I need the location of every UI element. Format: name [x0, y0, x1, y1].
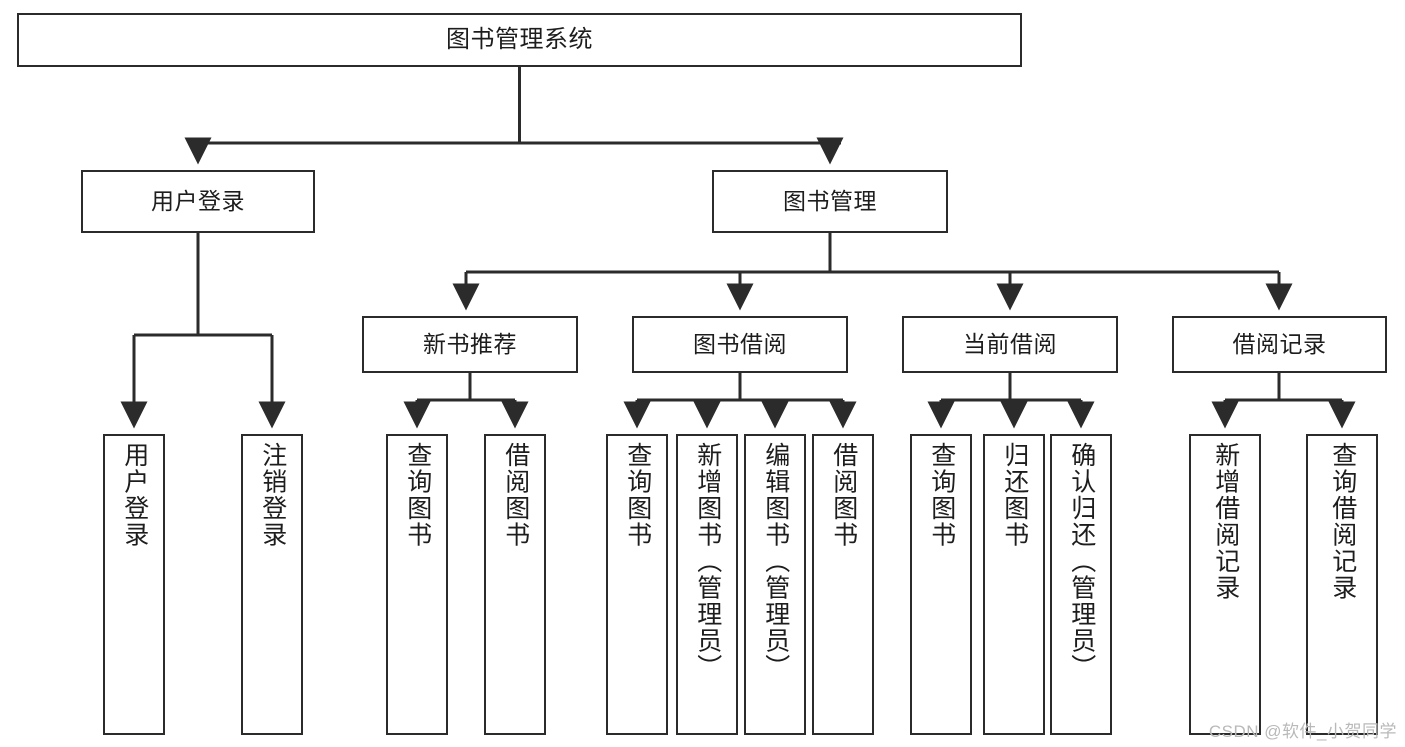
- node-new-book-recommend[interactable]: 新书推荐: [362, 316, 578, 373]
- edge-group-borrow-record: [1211, 373, 1356, 429]
- node-leaf-borrow-book-1-label: 借阅图书: [501, 442, 530, 548]
- edge-group-user-login: [120, 233, 286, 429]
- node-leaf-borrow-book-2-label: 借阅图书: [829, 442, 858, 548]
- node-leaf-query-book-3-label: 查询图书: [927, 442, 956, 548]
- node-book-manage-label: 图书管理: [783, 187, 877, 214]
- node-book-manage[interactable]: 图书管理: [712, 170, 948, 233]
- node-leaf-user-login[interactable]: 用户登录: [103, 434, 165, 735]
- node-user-login-label: 用户登录: [151, 187, 245, 214]
- node-borrow-record-label: 借阅记录: [1232, 330, 1327, 357]
- node-leaf-user-logout-label: 注销登录: [258, 442, 287, 548]
- node-leaf-user-login-label: 用户登录: [120, 442, 149, 548]
- node-leaf-return-book[interactable]: 归还图书: [983, 434, 1045, 735]
- node-user-login[interactable]: 用户登录: [81, 170, 315, 233]
- node-leaf-add-record[interactable]: 新增借阅记录: [1189, 434, 1261, 735]
- node-leaf-query-record-label: 查询借阅记录: [1328, 442, 1357, 601]
- edge-group-book-manage: [452, 233, 1293, 311]
- node-leaf-query-book-3[interactable]: 查询图书: [910, 434, 972, 735]
- node-leaf-borrow-book-2[interactable]: 借阅图书: [812, 434, 874, 735]
- node-leaf-user-logout[interactable]: 注销登录: [241, 434, 303, 735]
- node-root[interactable]: 图书管理系统: [17, 13, 1022, 67]
- node-leaf-add-record-label: 新增借阅记录: [1211, 442, 1240, 601]
- node-root-label: 图书管理系统: [446, 25, 593, 53]
- node-leaf-add-book-label: 新增图书（管理员）: [693, 442, 722, 681]
- node-new-book-recommend-label: 新书推荐: [423, 330, 517, 357]
- node-leaf-query-book-2[interactable]: 查询图书: [606, 434, 668, 735]
- node-leaf-return-book-label: 归还图书: [1000, 442, 1029, 548]
- edge-group-new-book-recommend: [403, 373, 529, 429]
- node-leaf-query-book-1[interactable]: 查询图书: [386, 434, 448, 735]
- node-current-borrow[interactable]: 当前借阅: [902, 316, 1118, 373]
- node-leaf-confirm-return[interactable]: 确认归还（管理员）: [1050, 434, 1112, 735]
- node-leaf-query-record[interactable]: 查询借阅记录: [1306, 434, 1378, 735]
- edge-group-book-borrow: [623, 373, 857, 429]
- node-leaf-edit-book[interactable]: 编辑图书（管理员）: [744, 434, 806, 735]
- node-book-borrow[interactable]: 图书借阅: [632, 316, 848, 373]
- node-leaf-confirm-return-label: 确认归还（管理员）: [1067, 442, 1096, 681]
- node-leaf-borrow-book-1[interactable]: 借阅图书: [484, 434, 546, 735]
- edge-group-current-borrow: [927, 373, 1095, 429]
- node-leaf-edit-book-label: 编辑图书（管理员）: [761, 442, 790, 681]
- node-leaf-add-book[interactable]: 新增图书（管理员）: [676, 434, 738, 735]
- node-current-borrow-label: 当前借阅: [963, 330, 1057, 357]
- node-leaf-query-book-2-label: 查询图书: [623, 442, 652, 548]
- csdn-watermark: CSDN @软件_小贺同学: [1208, 722, 1397, 741]
- node-leaf-query-book-1-label: 查询图书: [403, 442, 432, 548]
- node-borrow-record[interactable]: 借阅记录: [1172, 316, 1387, 373]
- edge-group-root: [184, 67, 844, 165]
- node-book-borrow-label: 图书借阅: [693, 330, 787, 357]
